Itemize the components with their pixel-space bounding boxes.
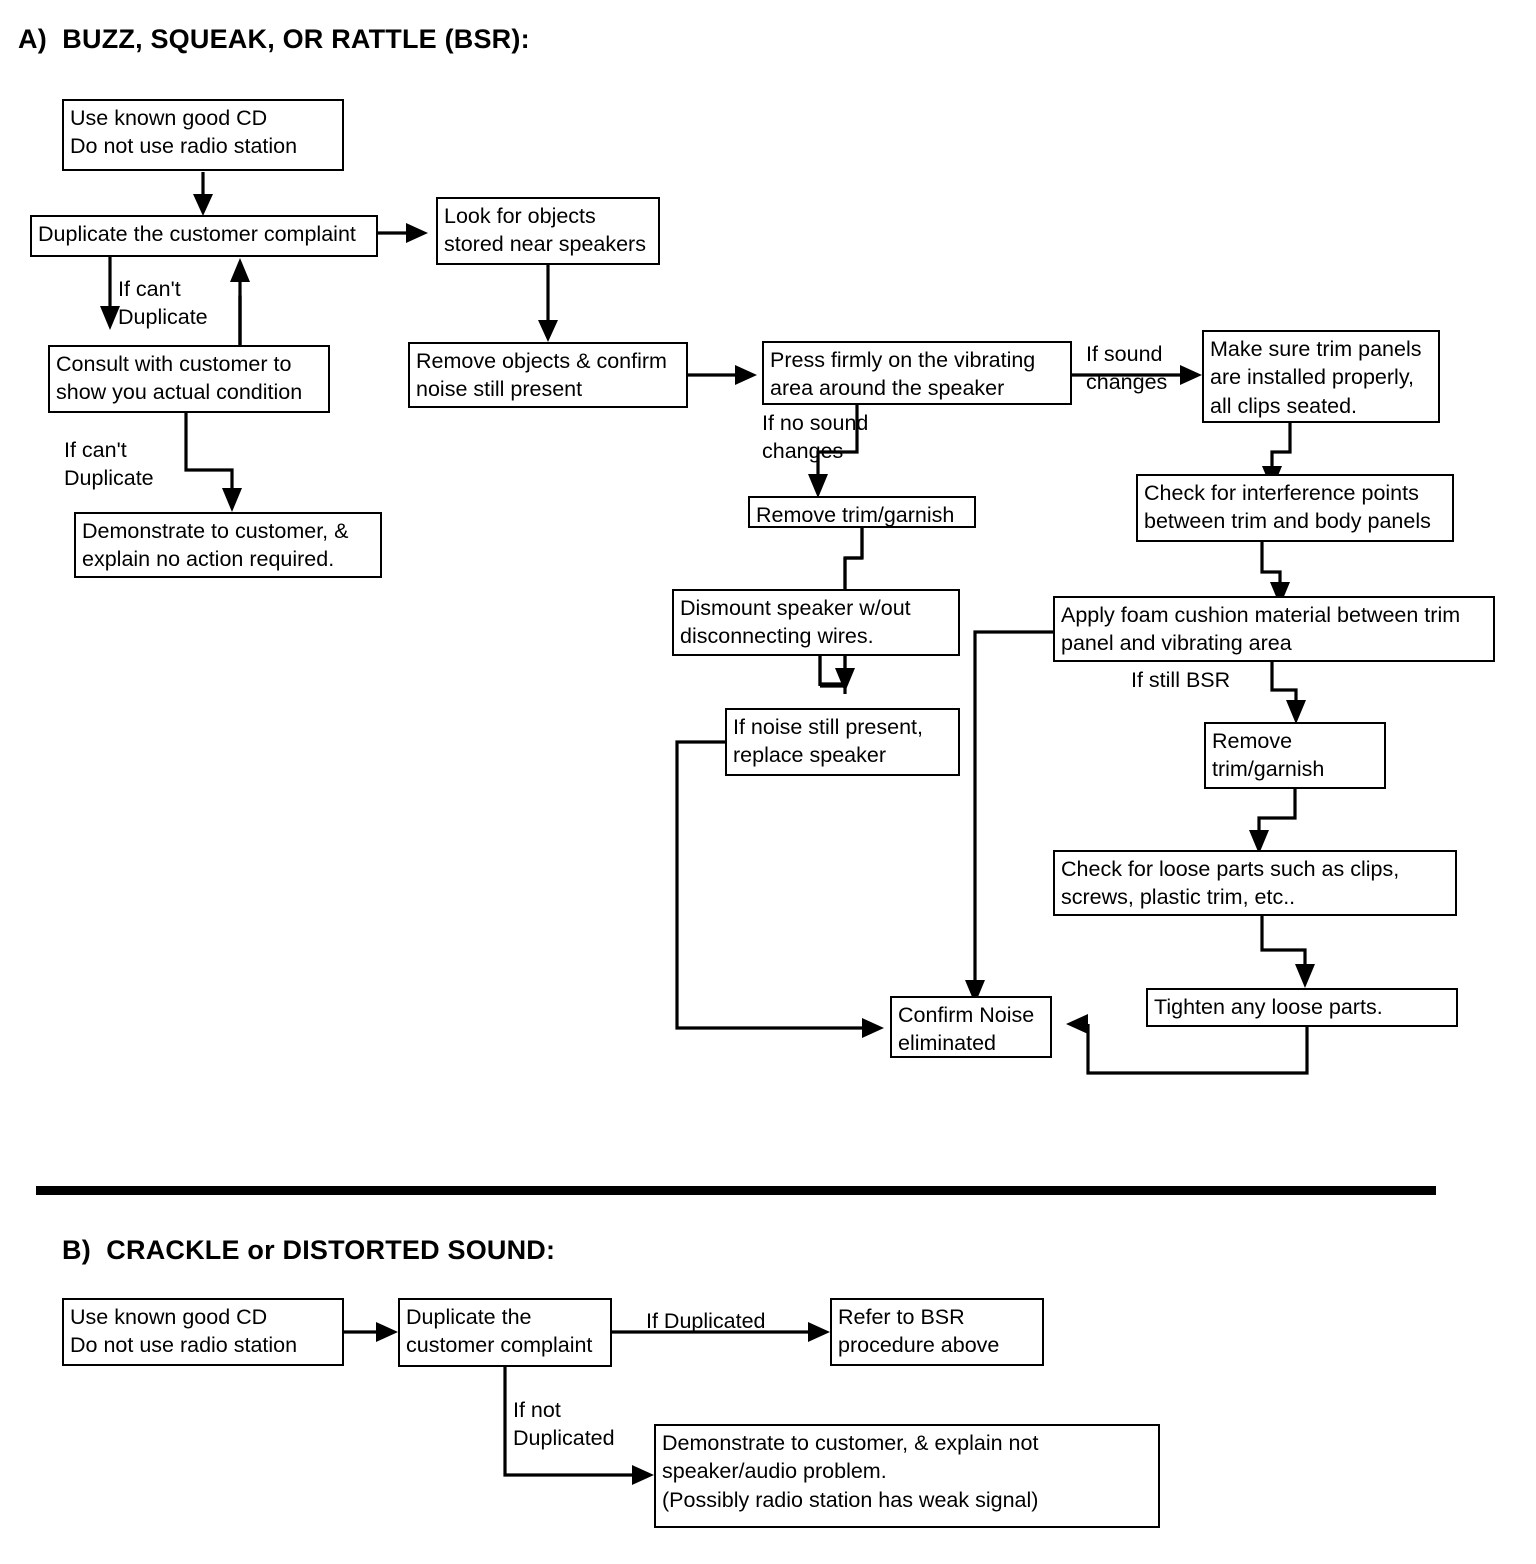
node-demonstrate-not-speaker[interactable]: Demonstrate to customer, & explain not s…	[654, 1424, 1160, 1528]
edge-label-if-cant-duplicate-1: If can't Duplicate	[118, 277, 208, 329]
node-refer-to-bsr[interactable]: Refer to BSR procedure above	[830, 1298, 1044, 1366]
node-duplicate-complaint-b[interactable]: Duplicate the customer complaint	[398, 1298, 612, 1367]
node-check-interference[interactable]: Check for interference points between tr…	[1136, 474, 1454, 542]
node-confirm-noise[interactable]: Confirm Noise eliminated	[890, 996, 1052, 1058]
section-b-title: B) CRACKLE or DISTORTED SOUND:	[62, 1235, 556, 1265]
node-press-firmly[interactable]: Press firmly on the vibrating area aroun…	[762, 341, 1072, 405]
node-apply-foam[interactable]: Apply foam cushion material between trim…	[1053, 596, 1495, 662]
edge-label-if-cant-duplicate-2: If can't Duplicate	[64, 438, 154, 490]
node-tighten-loose-parts[interactable]: Tighten any loose parts.	[1146, 988, 1458, 1027]
edge-label-if-duplicated: If Duplicated	[646, 1309, 766, 1333]
node-look-for-objects[interactable]: Look for objects stored near speakers	[436, 197, 660, 265]
node-duplicate-complaint-a[interactable]: Duplicate the customer complaint	[30, 215, 378, 257]
node-use-known-good-cd-b[interactable]: Use known good CD Do not use radio stati…	[62, 1298, 344, 1366]
node-consult-customer[interactable]: Consult with customer to show you actual…	[48, 345, 330, 413]
node-use-known-good-cd-a[interactable]: Use known good CD Do not use radio stati…	[62, 99, 344, 171]
node-make-sure-trim-panels[interactable]: Make sure trim panels are installed prop…	[1202, 330, 1440, 423]
edge-label-if-sound-changes: If sound changes	[1086, 342, 1168, 394]
node-remove-trim-garnish-left[interactable]: Remove trim/garnish	[748, 496, 976, 528]
node-check-loose-parts[interactable]: Check for loose parts such as clips, scr…	[1053, 850, 1457, 916]
edge-label-if-not-duplicated: If not Duplicated	[513, 1398, 615, 1450]
node-remove-trim-garnish-right[interactable]: Remove trim/garnish	[1204, 722, 1386, 789]
node-demonstrate-no-action[interactable]: Demonstrate to customer, & explain no ac…	[74, 512, 382, 578]
edge-label-if-no-sound-changes: If no sound changes	[762, 411, 869, 463]
section-a-title: A) BUZZ, SQUEAK, OR RATTLE (BSR):	[18, 24, 530, 54]
node-dismount-speaker[interactable]: Dismount speaker w/out disconnecting wir…	[672, 589, 960, 656]
node-remove-objects[interactable]: Remove objects & confirm noise still pre…	[408, 342, 688, 408]
node-replace-speaker[interactable]: If noise still present, replace speaker	[725, 708, 960, 776]
edge-label-if-still-bsr: If still BSR	[1131, 668, 1231, 692]
section-divider	[36, 1186, 1436, 1195]
